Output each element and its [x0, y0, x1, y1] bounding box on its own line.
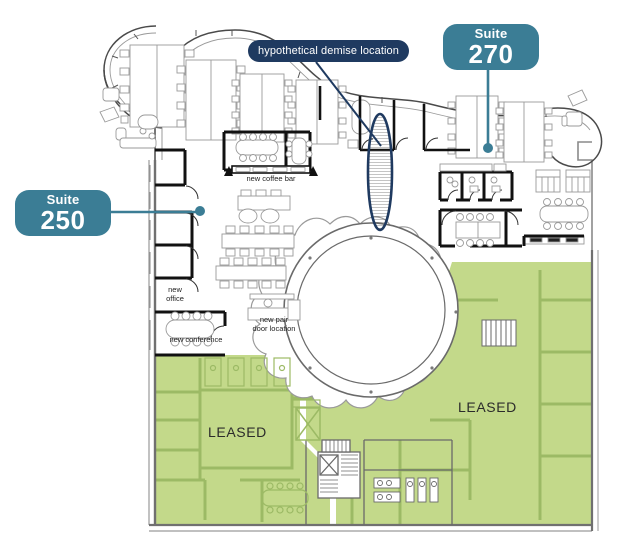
suite-250-number: 250	[40, 205, 86, 235]
note-new-coffee-bar: new coffee bar	[246, 174, 296, 183]
building-core	[295, 319, 517, 525]
table-row-1	[237, 189, 291, 224]
stair-right	[481, 319, 517, 347]
core-walls	[305, 439, 453, 525]
lounge-sofa-mid	[247, 293, 301, 321]
lounge-seating-west	[99, 87, 159, 149]
demise-location-marker	[366, 112, 394, 232]
suite-250-callout[interactable]: Suite 250	[15, 190, 111, 236]
suite-250-leader-dot	[195, 206, 205, 216]
leased-label-left: LEASED	[208, 424, 267, 440]
leased-area-right	[306, 262, 592, 525]
new-conference-table	[165, 311, 215, 347]
bench-cluster-6	[495, 101, 553, 163]
suite-270-number: 270	[468, 39, 514, 69]
table-row-3	[215, 257, 287, 289]
suite-250-word: Suite	[46, 192, 80, 207]
top-conference-tables	[235, 133, 313, 165]
table-row-2	[221, 225, 295, 257]
east-counter-wall	[522, 234, 584, 246]
lounge-seating-east	[561, 89, 588, 127]
restroom-fixtures	[373, 477, 439, 503]
suite-250-doors	[185, 185, 225, 339]
leased-label-right: LEASED	[458, 399, 517, 415]
callout-leaders	[111, 61, 493, 216]
leased-left-furniture	[204, 357, 321, 514]
note-new-conference: new conference	[169, 335, 223, 344]
open-plan-tables	[215, 189, 301, 321]
east-lounge-furniture	[523, 169, 591, 245]
new-coffee-bar	[224, 165, 318, 176]
suite-270-doors	[441, 189, 519, 226]
bench-cluster-1	[119, 44, 195, 128]
central-atrium	[250, 215, 459, 409]
suite-270-word: Suite	[474, 26, 508, 41]
suite-270-rooms	[438, 170, 522, 248]
demise-location-label: hypothetical demise location	[258, 44, 399, 57]
suite-270-leader-dot	[483, 143, 493, 153]
utility-left	[295, 407, 321, 441]
demise-location-callout[interactable]: hypothetical demise location	[248, 40, 409, 62]
suite-270-callout[interactable]: Suite 270	[443, 24, 539, 70]
suite-270-room-furniture	[439, 163, 507, 247]
